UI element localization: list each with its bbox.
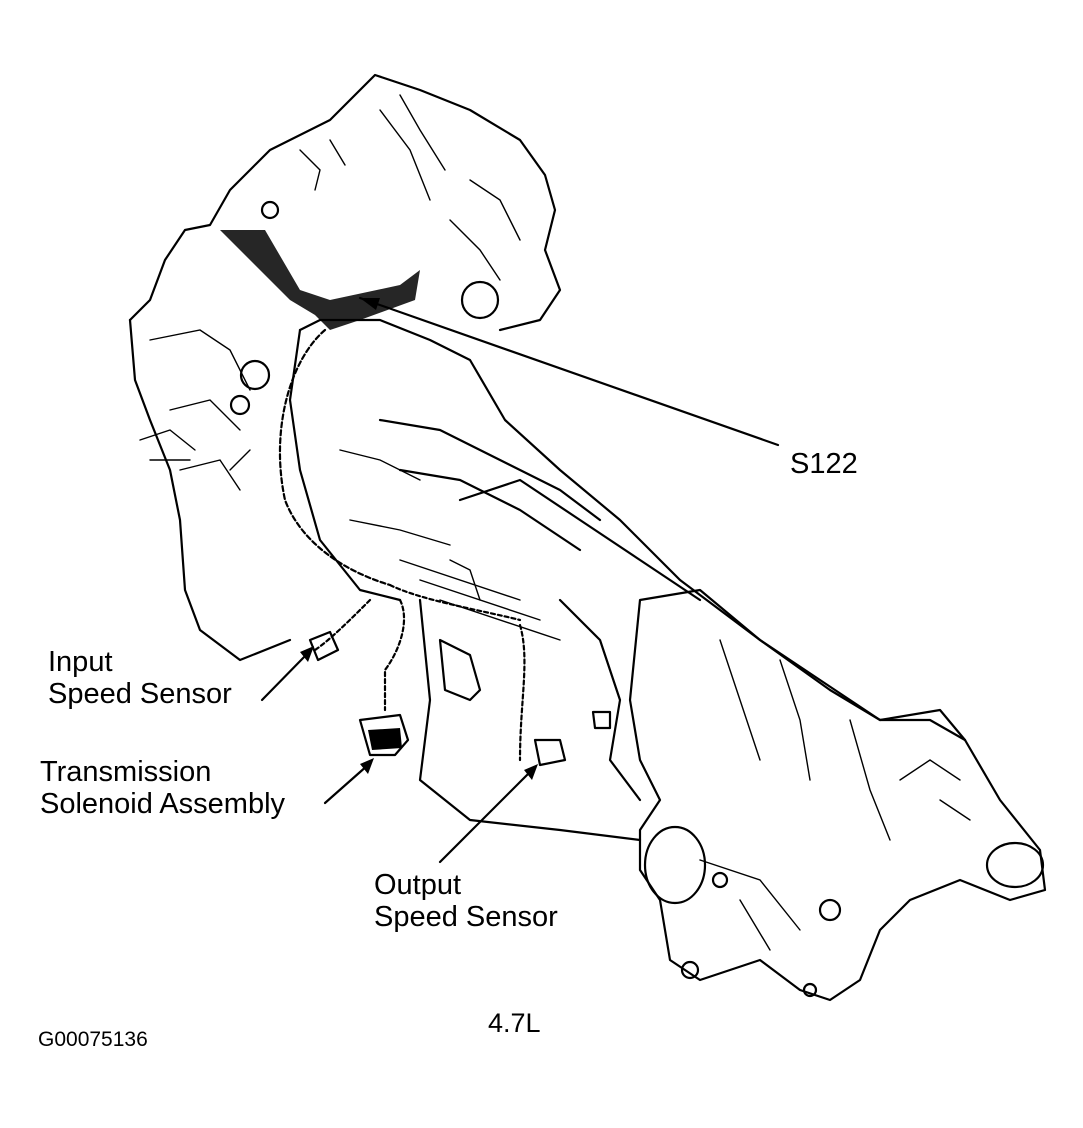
solenoid-assembly-label-line1: Transmission [40, 756, 212, 788]
output-speed-sensor-label-line2: Speed Sensor [374, 901, 558, 933]
output-speed-sensor-leader [438, 768, 534, 864]
input-speed-sensor-leader [260, 651, 310, 702]
transmission-case [288, 318, 967, 842]
engine-block [128, 73, 562, 662]
solenoid-assembly-leader [323, 763, 370, 805]
s122-leader [358, 296, 780, 447]
sensors [308, 630, 612, 767]
engine-label: 4.7L [488, 1008, 541, 1038]
solenoid-assembly-label-line2: Solenoid Assembly [40, 788, 286, 820]
leader-lines [260, 296, 780, 864]
input-speed-sensor-label-line2: Speed Sensor [48, 678, 232, 710]
input-speed-sensor-label-line1: Input [48, 646, 113, 678]
figure-code: G00075136 [38, 1028, 148, 1051]
wiring-harness [220, 230, 526, 762]
output-speed-sensor-label-line1: Output [374, 869, 462, 901]
transfer-case [628, 588, 1047, 1002]
s122-label: S122 [790, 448, 858, 480]
